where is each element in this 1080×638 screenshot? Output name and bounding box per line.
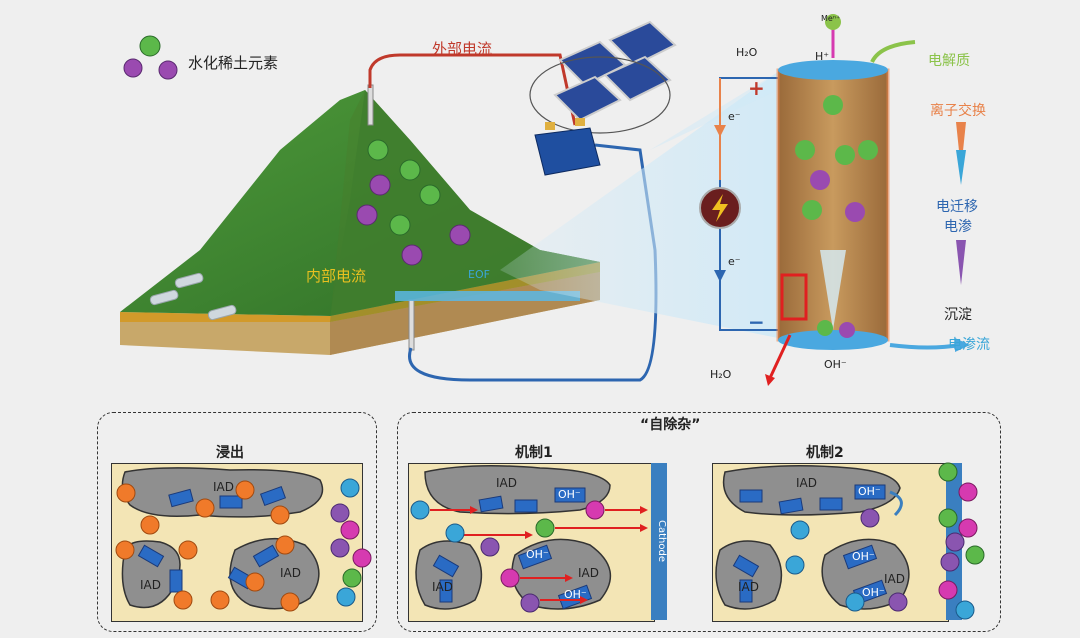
zoom-beam [500, 72, 778, 338]
label-precipitation: 沉淀 [944, 307, 972, 323]
oh-label-2: OH⁻ [526, 548, 549, 561]
oh-label-4: OH⁻ [858, 485, 881, 498]
legend-label: 水化稀土元素 [188, 54, 279, 72]
iad-label-2: IAD [140, 578, 161, 592]
oh-label-1: OH⁻ [558, 488, 581, 501]
solar-panels [529, 20, 677, 134]
oh-label-5: OH⁻ [852, 550, 875, 563]
legend-cluster [123, 35, 178, 80]
iad-label-6: IAD [578, 566, 599, 580]
iad-label-3: IAD [280, 566, 301, 580]
battery [534, 118, 601, 176]
oh-label-6: OH⁻ [862, 586, 885, 599]
iad-label-5: IAD [432, 580, 453, 594]
panel-title-mechanism-1: 机制1 [515, 445, 553, 461]
plus-sign: + [748, 76, 765, 100]
minus-sign: − [748, 310, 765, 334]
iad-label-4: IAD [496, 476, 517, 490]
metal-ion-label: Meⁿ⁺ [821, 14, 841, 23]
water-top-label: H₂O [736, 46, 758, 59]
top-illustration [120, 14, 970, 386]
panel-title-leaching: 浸出 [216, 445, 244, 461]
internal-current-label: 内部电流 [306, 267, 367, 285]
panel-title-mechanism-2: 机制2 [806, 445, 844, 461]
bottom-diagram [115, 462, 985, 620]
proton-label: H⁺ [815, 50, 830, 63]
label-electroosmosis: 电渗 [944, 219, 972, 235]
hydroxide-label: OH⁻ [824, 358, 847, 371]
iad-label-9: IAD [884, 572, 905, 586]
electron-top: e⁻ [728, 110, 741, 123]
electron-bottom: e⁻ [728, 255, 741, 268]
iad-label-1: IAD [213, 480, 234, 494]
cathode-bar-1 [651, 463, 667, 620]
iad-label-7: IAD [796, 476, 817, 490]
oh-label-3: OH⁻ [564, 588, 587, 601]
leaching-panel [97, 412, 377, 632]
label-electromigration: 电迁移 [936, 199, 978, 215]
self-purification-panel [397, 412, 1001, 632]
iad-label-8: IAD [738, 580, 759, 594]
water-bottom-label: H₂O [710, 368, 732, 381]
eof-label: EOF [468, 268, 490, 281]
ion-clusters [356, 139, 471, 266]
soil-column [765, 60, 890, 386]
label-ion-exchange: 离子交换 [930, 103, 986, 119]
label-electrolyte: 电解质 [928, 53, 970, 69]
circuit [699, 77, 780, 331]
self-purification-title: “自除杂” [640, 417, 701, 433]
cathode-label: Cathode [656, 520, 667, 562]
external-current-label: 外部电流 [432, 40, 493, 58]
label-eof-flow: 电渗流 [948, 337, 990, 353]
